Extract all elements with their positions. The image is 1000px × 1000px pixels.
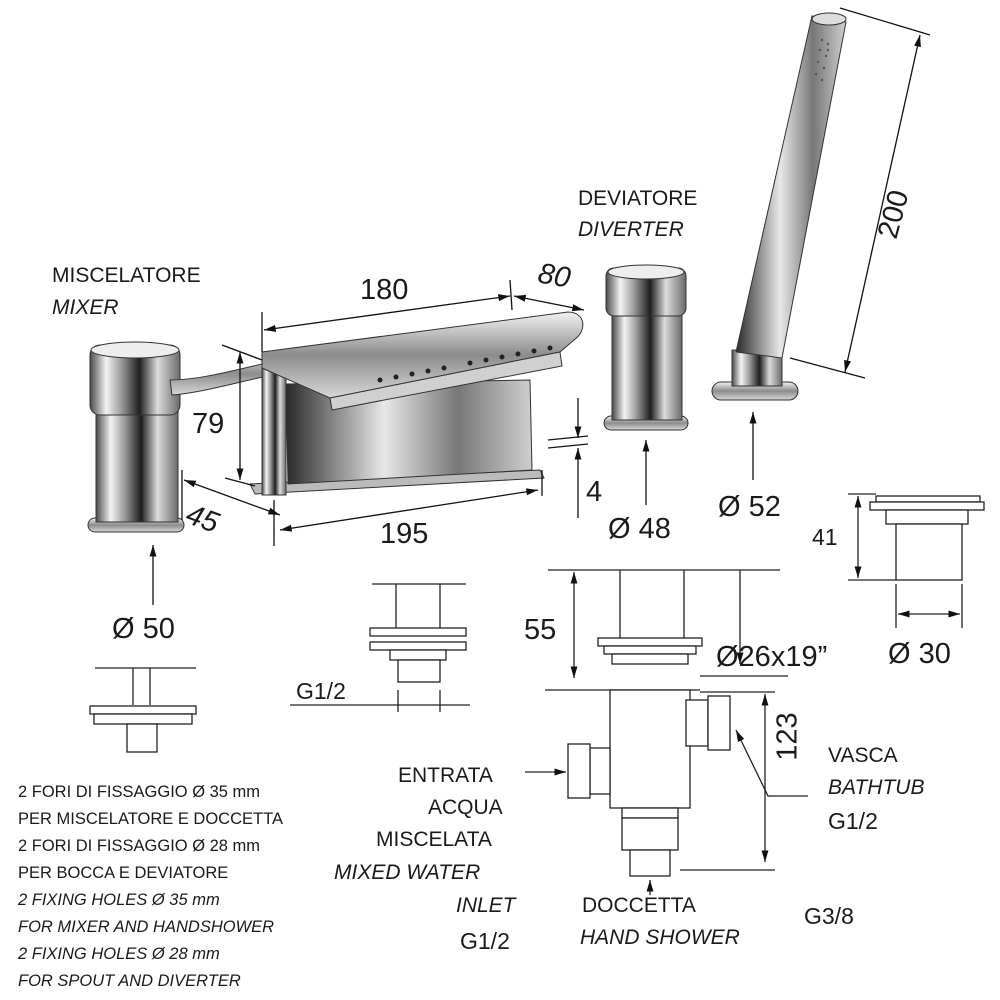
spout-fixing-detail (290, 583, 470, 712)
note-en-4: FOR SPOUT AND DIVERTER (18, 972, 241, 990)
diverter-label-en: DIVERTER (578, 218, 684, 241)
mixer-fixing-detail (89, 667, 197, 753)
inlet-thread: G1/2 (460, 928, 510, 954)
inlet-label-it-1: ENTRATA (398, 764, 493, 787)
dim-spout-depth: 80 (535, 257, 573, 295)
spout (249, 311, 584, 496)
handshower-thread: G3/8 (804, 903, 854, 929)
dim-spout-base: 195 (380, 518, 429, 550)
dim-body-height: 123 (771, 712, 804, 761)
note-it-3: 2 FORI DI FISSAGGIO Ø 28 mm (18, 837, 261, 855)
dim-shower-diameter: Ø 52 (718, 491, 781, 523)
inlet-label-en-1: MIXED WATER (334, 861, 481, 884)
shower-holder-detail (848, 493, 985, 628)
diverter-valve-body (525, 569, 808, 895)
inlet-label-it-2: ACQUA (428, 796, 503, 819)
dim-valve-height: 55 (524, 614, 557, 646)
dim-valve-thread: Ø26x19” (716, 641, 828, 673)
dim-holder-diameter: Ø 30 (888, 638, 951, 670)
inlet-label-en-2: INLET (456, 894, 516, 917)
inlet-label-it-3: MISCELATA (376, 828, 492, 851)
dim-spout-width: 180 (360, 274, 409, 306)
dim-mixer-diameter: Ø 50 (112, 613, 175, 645)
note-it-2: PER MISCELATORE E DOCCETTA (18, 810, 283, 828)
dimension-lines (149, 7, 931, 605)
bathtub-label-it: VASCA (828, 744, 898, 767)
dim-base-gap: 4 (586, 476, 603, 508)
diverter (603, 264, 689, 431)
handshower-label-en: HAND SHOWER (580, 926, 740, 949)
bathtub-thread: G1/2 (828, 808, 878, 834)
note-en-2: FOR MIXER AND HANDSHOWER (18, 918, 275, 936)
bathtub-label-en: BATHTUB (828, 776, 925, 799)
dim-holder-height: 41 (812, 524, 838, 550)
dim-spout-thread: G1/2 (296, 678, 346, 704)
dim-diverter-diameter: Ø 48 (608, 513, 671, 545)
note-en-1: 2 FIXING HOLES Ø 35 mm (18, 891, 220, 909)
mixer-label-it: MISCELATORE (52, 264, 201, 287)
note-it-4: PER BOCCA E DEVIATORE (18, 864, 229, 882)
dim-spout-height: 79 (192, 408, 225, 440)
note-it-1: 2 FORI DI FISSAGGIO Ø 35 mm (18, 783, 261, 801)
mixer-label-en: MIXER (52, 296, 119, 319)
note-en-3: 2 FIXING HOLES Ø 28 mm (18, 945, 220, 963)
diverter-label-it: DEVIATORE (578, 187, 698, 210)
hand-shower (711, 12, 847, 401)
handshower-label-it: DOCCETTA (582, 894, 696, 917)
